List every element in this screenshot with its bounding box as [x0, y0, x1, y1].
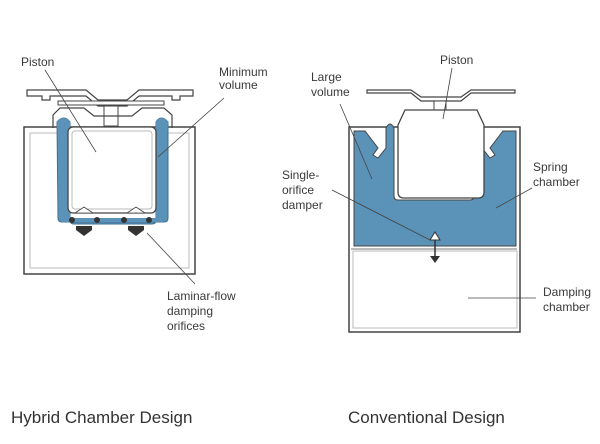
arrow-down-icon — [430, 256, 440, 263]
orifice-arrow-down-icon — [76, 226, 92, 236]
leader-conventional-piston — [442, 67, 453, 120]
hybrid-orifice-left — [69, 206, 100, 236]
orifice-arrow-down-icon — [128, 226, 144, 236]
label-conventional-piston: Piston — [440, 53, 474, 67]
arrow-up-icon — [429, 231, 441, 241]
label-hybrid-piston: Piston — [21, 55, 55, 69]
label-spring-chamber: Spring chamber — [533, 160, 580, 189]
label-damping-chamber: Damping chamber — [543, 285, 592, 314]
damping-chamber — [352, 250, 518, 329]
hybrid-chamber-figure — [23, 69, 225, 285]
leader-spring-chamber — [495, 187, 533, 209]
single-orifice-damper — [429, 231, 441, 263]
label-minimum-volume: Minimum volume — [219, 65, 268, 92]
leader-single-orifice — [331, 189, 431, 241]
leader-orifices — [146, 232, 196, 285]
hybrid-piston — [52, 107, 173, 214]
caption-hybrid-chamber-design: Hybrid Chamber Design — [11, 408, 193, 427]
label-laminar-flow-orifices: Laminar-flow damping orifices — [167, 289, 236, 333]
hybrid-top-plate — [26, 89, 194, 127]
leader-minimum-volume — [157, 97, 225, 158]
leader-hybrid-piston — [44, 69, 97, 153]
conventional-figure — [331, 67, 536, 333]
caption-conventional-design: Conventional Design — [348, 408, 505, 427]
leader-large-volume — [339, 103, 373, 180]
conventional-piston — [366, 89, 516, 199]
label-single-orifice-damper: Single- orifice damper — [282, 168, 323, 212]
label-large-volume: Large volume — [311, 70, 350, 99]
hybrid-orifice-right — [121, 206, 152, 236]
